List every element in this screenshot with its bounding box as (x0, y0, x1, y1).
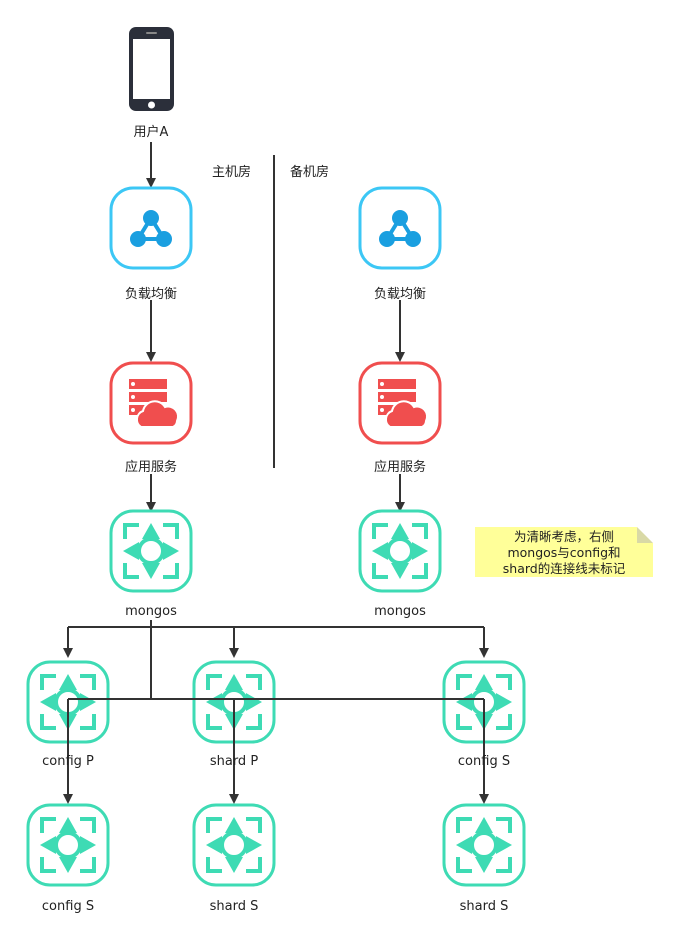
shard-s-mid-node (192, 803, 276, 887)
shard-s-right-node (442, 803, 526, 887)
phone-icon (129, 27, 174, 111)
primary-mongos-label: mongos (125, 604, 177, 619)
primary-mongos-node (109, 509, 193, 593)
shard-s-right-label: shard S (459, 899, 509, 914)
sticky-note: 为清晰考虑，右侧 mongos与config和 shard的连接线未标记 (475, 527, 653, 577)
backup-room-label: 备机房 (290, 165, 330, 180)
backup-app-label: 应用服务 (373, 460, 427, 475)
note-fold (637, 527, 653, 543)
config-s-node (26, 803, 110, 887)
config-p-label: config P (42, 754, 94, 769)
primary-lb-label: 负载均衡 (124, 287, 178, 302)
note-line-1: 为清晰考虑，右侧 (513, 529, 614, 544)
primary-app-node (109, 361, 193, 445)
config-s-top-label: config S (457, 754, 511, 769)
note-line-3: shard的连接线未标记 (502, 561, 626, 576)
backup-lb-label: 负载均衡 (373, 287, 427, 302)
primary-room-label: 主机房 (212, 165, 252, 180)
backup-mongos-node (358, 509, 442, 593)
backup-lb-node (358, 186, 442, 270)
shard-s-mid-label: shard S (209, 899, 259, 914)
shard-p-label: shard P (209, 754, 259, 769)
user-label: 用户A (133, 125, 169, 140)
note-line-2: mongos与config和 (507, 545, 621, 560)
primary-app-label: 应用服务 (124, 460, 178, 475)
config-s-label: config S (41, 899, 95, 914)
backup-mongos-label: mongos (374, 604, 426, 619)
backup-app-node (358, 361, 442, 445)
primary-lb-node (109, 186, 193, 270)
